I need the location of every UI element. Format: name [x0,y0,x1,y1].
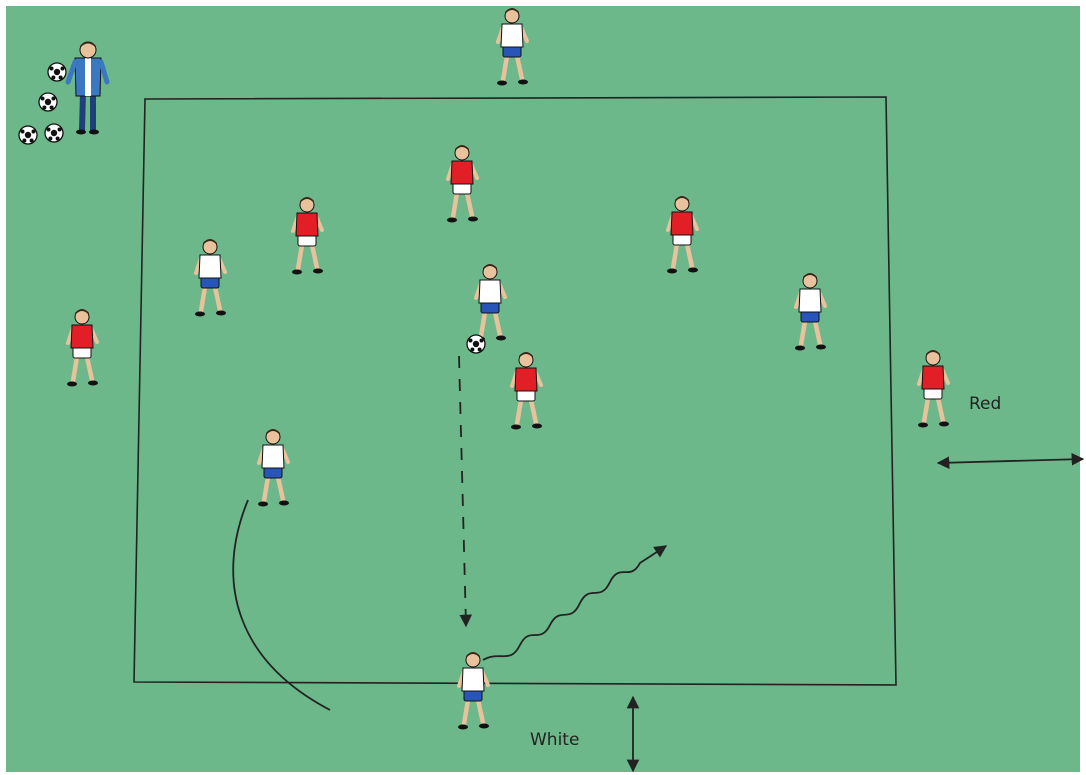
soccer-ball-icon [39,93,57,111]
soccer-ball-icon [19,126,37,144]
soccer-ball-icon [48,63,66,81]
label-red: Red [969,394,1001,414]
soccer-ball-icon [467,335,485,353]
soccer-ball-icon [45,124,63,142]
pitch [6,6,1080,772]
label-white: White [530,730,579,750]
